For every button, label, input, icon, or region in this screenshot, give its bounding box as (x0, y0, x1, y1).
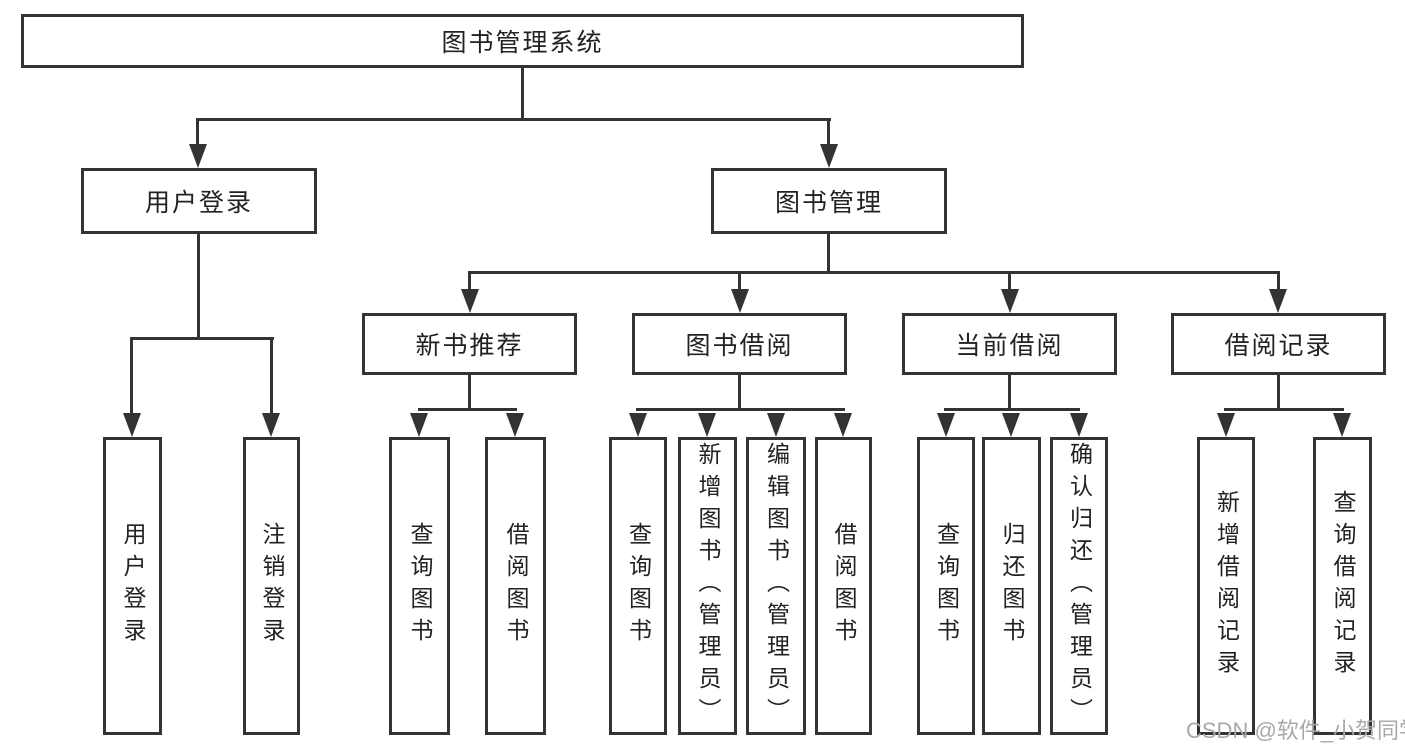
node-book-borrow: 图书借阅 (632, 313, 847, 375)
connector-line (468, 375, 471, 411)
connector-line (196, 118, 199, 150)
leaf-label: 新增借阅记录 (1213, 490, 1240, 682)
leaf-label: 新增图书（管理员） (695, 442, 721, 730)
connector-line (521, 68, 524, 121)
connector-line (197, 234, 200, 340)
connector-arrow (698, 413, 716, 437)
leaf-borrow-books: 借阅图书 (815, 437, 872, 735)
leaf-add-book-admin: 新增图书（管理员） (678, 437, 737, 735)
connector-arrow (410, 413, 428, 437)
leaf-label: 用户登录 (120, 522, 146, 650)
connector-arrow (506, 413, 524, 437)
leaf-query-books-current: 查询图书 (917, 437, 975, 735)
leaf-logout: 注销登录 (243, 437, 300, 735)
connector-line (1277, 271, 1280, 292)
connector-line (738, 375, 741, 411)
connector-arrow (731, 289, 749, 313)
leaf-return-book: 归还图书 (982, 437, 1041, 735)
leaf-query-books-recommend: 查询图书 (389, 437, 450, 735)
connector-line (636, 408, 845, 411)
leaf-query-borrow-record: 查询借阅记录 (1313, 437, 1372, 735)
connector-arrow (1070, 413, 1088, 437)
leaf-borrow-books-recommend: 借阅图书 (485, 437, 546, 735)
connector-arrow (834, 413, 852, 437)
connector-arrow (767, 413, 785, 437)
connector-arrow (123, 413, 141, 437)
connector-arrow (1001, 289, 1019, 313)
leaf-label: 归还图书 (999, 522, 1025, 650)
leaf-label: 查询借阅记录 (1330, 490, 1356, 682)
leaf-label: 借阅图书 (503, 522, 529, 650)
leaf-confirm-return-admin: 确认归还（管理员） (1050, 437, 1108, 735)
leaf-add-borrow-record: 新增借阅记录 (1197, 437, 1255, 735)
connector-arrow (820, 144, 838, 168)
connector-arrow (461, 289, 479, 313)
connector-line (827, 234, 830, 274)
connector-line (196, 118, 831, 121)
node-book-management: 图书管理 (711, 168, 947, 234)
leaf-edit-book-admin: 编辑图书（管理员） (746, 437, 806, 735)
connector-line (130, 337, 274, 340)
connector-arrow (1269, 289, 1287, 313)
connector-line (827, 118, 830, 150)
leaf-label: 查询图书 (625, 522, 652, 650)
node-book-management-system: 图书管理系统 (21, 14, 1024, 68)
leaf-label: 确认归还（管理员） (1066, 442, 1093, 730)
leaf-label: 注销登录 (259, 522, 285, 650)
connector-arrow (1333, 413, 1351, 437)
node-borrow-records: 借阅记录 (1171, 313, 1386, 375)
connector-arrow (1002, 413, 1020, 437)
connector-line (418, 408, 517, 411)
connector-arrow (1217, 413, 1235, 437)
connector-line (468, 271, 1280, 274)
leaf-label: 查询图书 (933, 522, 960, 650)
connector-line (1224, 408, 1344, 411)
node-new-book-recommend: 新书推荐 (362, 313, 577, 375)
connector-line (1008, 375, 1011, 411)
connector-line (270, 337, 273, 418)
leaf-user-login: 用户登录 (103, 437, 162, 735)
connector-arrow (189, 144, 207, 168)
connector-line (130, 337, 133, 418)
connector-line (738, 271, 741, 292)
connector-line (1008, 271, 1011, 292)
leaf-query-books-borrow: 查询图书 (609, 437, 667, 735)
leaf-label: 查询图书 (407, 522, 433, 650)
leaf-label: 编辑图书（管理员） (763, 442, 790, 730)
connector-arrow (629, 413, 647, 437)
leaf-label: 借阅图书 (831, 522, 857, 650)
connector-line (468, 271, 471, 292)
node-user-login: 用户登录 (81, 168, 317, 234)
connector-line (944, 408, 1080, 411)
connector-arrow (937, 413, 955, 437)
csdn-watermark: CSDN @软件_小贺同学 (1186, 718, 1405, 743)
node-current-borrow: 当前借阅 (902, 313, 1117, 375)
connector-line (1277, 375, 1280, 411)
connector-arrow (262, 413, 280, 437)
